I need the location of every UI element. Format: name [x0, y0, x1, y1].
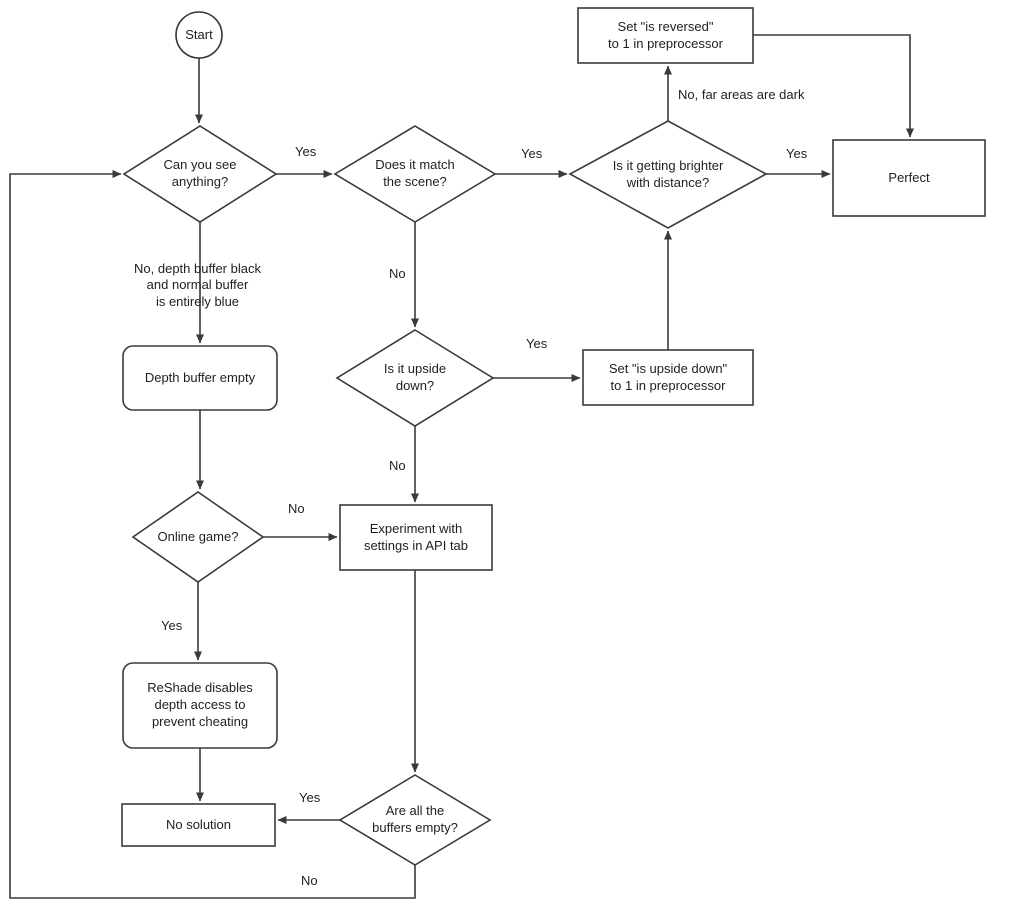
- shape-set-is-upside-down: [582, 349, 754, 406]
- shape-experiment-api: [339, 504, 493, 571]
- shape-reshade-disables: [122, 662, 278, 749]
- shape-can-you-see: [122, 125, 278, 223]
- shape-perfect: [832, 139, 986, 217]
- shape-online-game: [131, 491, 265, 583]
- shape-is-upside-down: [335, 329, 495, 427]
- shape-does-it-match: [333, 125, 497, 223]
- shape-buffers-empty: [338, 774, 492, 866]
- shape-depth-buffer-empty: [122, 345, 278, 411]
- shape-start: [175, 11, 223, 59]
- edge-set-is-reversed-to-perfect: [753, 34, 914, 138]
- shape-set-is-reversed: [577, 7, 754, 64]
- shape-no-solution: [121, 803, 276, 847]
- edge-buffers-empty-loop-to-can-you-see: [9, 170, 416, 899]
- shape-brighter-with-distance: [568, 120, 768, 229]
